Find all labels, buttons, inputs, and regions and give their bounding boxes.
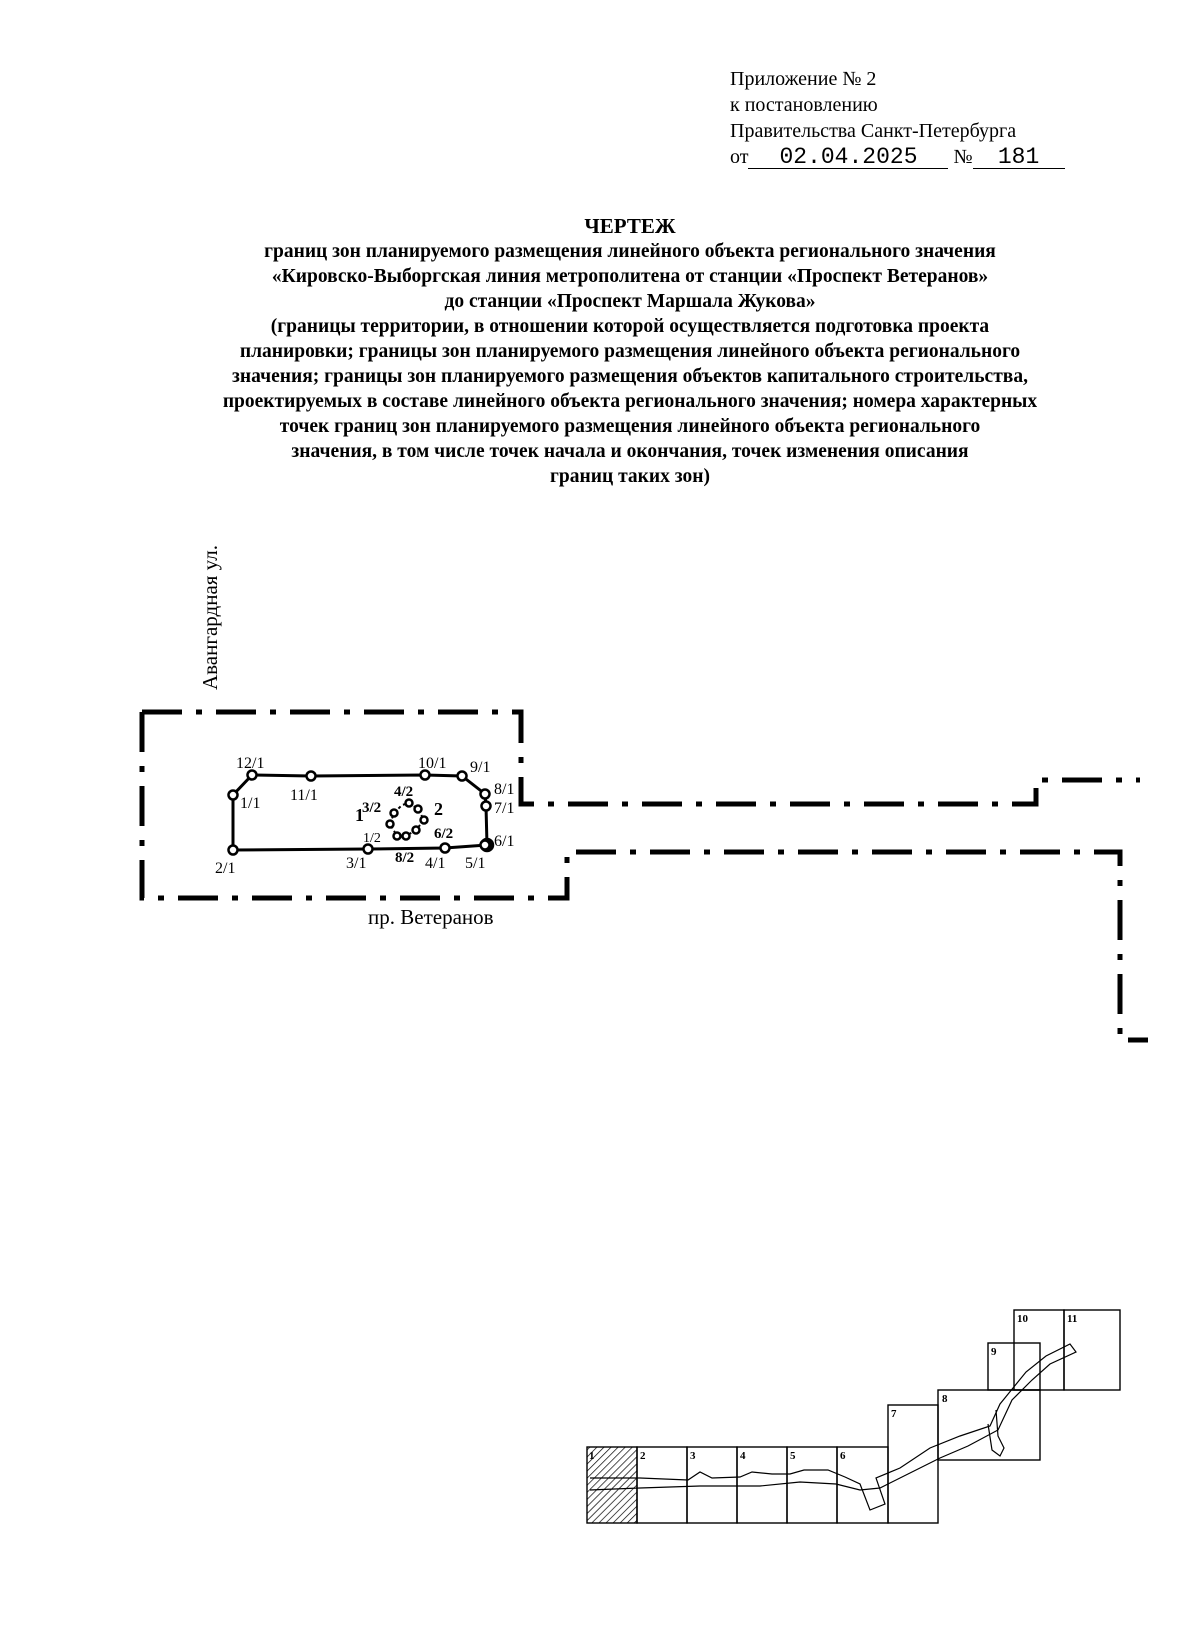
label-10-1: 10/1 [418, 755, 446, 772]
label-5-1: 5/1 [465, 855, 485, 872]
label-8-1: 8/1 [494, 781, 514, 798]
sheet-label: 9 [991, 1346, 997, 1358]
point-8-2 [401, 831, 411, 841]
label-7-1: 7/1 [494, 800, 514, 817]
point-1-2 [385, 819, 395, 829]
label-4-1: 4/1 [425, 855, 445, 872]
point-3-2 [389, 808, 399, 818]
appendix-line-2: к постановлению [730, 94, 878, 116]
sheet-8-cell [937, 1389, 1041, 1461]
title-line: «Кировско-Выборгская линия метрополитена… [271, 266, 989, 287]
key-map [586, 1309, 1121, 1524]
label-9-1: 9/1 [470, 759, 490, 776]
label-3-2: 3/2 [362, 800, 381, 816]
point-8-1 [479, 788, 491, 800]
sheet-label: 10 [1017, 1313, 1029, 1325]
label-1-1: 1/1 [240, 795, 260, 812]
sheet-label: 8 [942, 1393, 948, 1405]
point-10-1 [419, 769, 431, 781]
street-label-veteranov: пр. Ветеранов [368, 905, 494, 929]
point-3-1 [362, 843, 374, 855]
point-12-1 [246, 769, 258, 781]
number-prefix: № [953, 146, 973, 168]
street-label-avangardnaya: Авангардная ул. [198, 545, 222, 690]
sheet-label: 7 [891, 1408, 897, 1420]
point-11-1 [305, 770, 317, 782]
drawing-heading: ЧЕРТЕЖ [584, 214, 676, 238]
point-2-1 [227, 844, 239, 856]
sheet-label: 2 [640, 1450, 646, 1462]
point-5-1 [479, 839, 491, 851]
label-3-1: 3/1 [346, 855, 366, 872]
zone-1-boundary [231, 773, 489, 852]
label-6-1: 6/1 [494, 833, 514, 850]
sheet-label: 6 [840, 1450, 846, 1462]
title-line: значения; границы зон планируемого разме… [232, 366, 1028, 387]
point-5-2 [413, 804, 423, 814]
title-line: планировки; границы зон планируемого раз… [239, 341, 1021, 362]
appendix-line-1: Приложение № 2 [730, 68, 877, 90]
boundary-points [227, 769, 495, 856]
drawing-title: ЧЕРТЕЖ границ зон планируемого размещени… [130, 214, 1130, 489]
label-zone-2: 2 [434, 799, 443, 819]
metro-line-branch [987, 1409, 1005, 1457]
point-labels: 12/1 11/1 10/1 9/1 8/1 7/1 6/1 5/1 4/1 3… [215, 755, 514, 877]
label-2-1: 2/1 [215, 860, 235, 877]
label-4-2: 4/2 [394, 784, 413, 800]
point-7-1 [480, 800, 492, 812]
sheet-label: 4 [740, 1450, 746, 1462]
title-line: до станции «Проспект Маршала Жукова» [444, 291, 816, 312]
metro-line-route [589, 1343, 1077, 1511]
label-8-2: 8/2 [395, 850, 414, 866]
point-1-1 [227, 789, 239, 801]
title-line: (границы территории, в отношении которой… [270, 316, 990, 337]
title-line: точек границ зон планируемого размещения… [279, 416, 981, 437]
title-line: границ таких зон) [550, 466, 710, 487]
point-4-2 [404, 798, 414, 808]
resolution-date: 02.04.2025 [748, 146, 949, 169]
appendix-line-3: Правительства Санкт-Петербурга [730, 120, 1017, 142]
label-zone-1: 1 [355, 805, 364, 825]
sheet-1-cell [586, 1446, 638, 1524]
point-7-2 [411, 825, 421, 835]
sheet-label: 11 [1067, 1313, 1077, 1325]
title-line: значения, в том числе точек начала и око… [291, 441, 969, 462]
sheet-7-cell [887, 1404, 939, 1524]
appendix-header: Приложение № 2 к постановлению Правитель… [730, 66, 1150, 170]
point-6-2 [419, 815, 429, 825]
label-11-1: 11/1 [290, 787, 318, 804]
label-1-2: 1/2 [363, 831, 381, 846]
label-6-2: 6/2 [434, 826, 453, 842]
point-9-1 [456, 770, 468, 782]
from-prefix: от [730, 146, 749, 168]
territory-boundary [139, 709, 1148, 1043]
point-9-2 [392, 831, 402, 841]
sheet-label: 5 [790, 1450, 796, 1462]
title-line: проектируемых в составе линейного объект… [222, 391, 1038, 412]
resolution-number: 181 [972, 146, 1065, 169]
key-map-labels: 1 2 3 4 5 6 7 8 9 10 11 [589, 1313, 1077, 1462]
point-4-1 [439, 842, 451, 854]
sheet-11-cell [1063, 1309, 1121, 1391]
label-12-1: 12/1 [236, 755, 264, 772]
sheet-label: 3 [690, 1450, 696, 1462]
sheet-label: 1 [589, 1450, 595, 1462]
title-line: границ зон планируемого размещения линей… [264, 241, 996, 262]
